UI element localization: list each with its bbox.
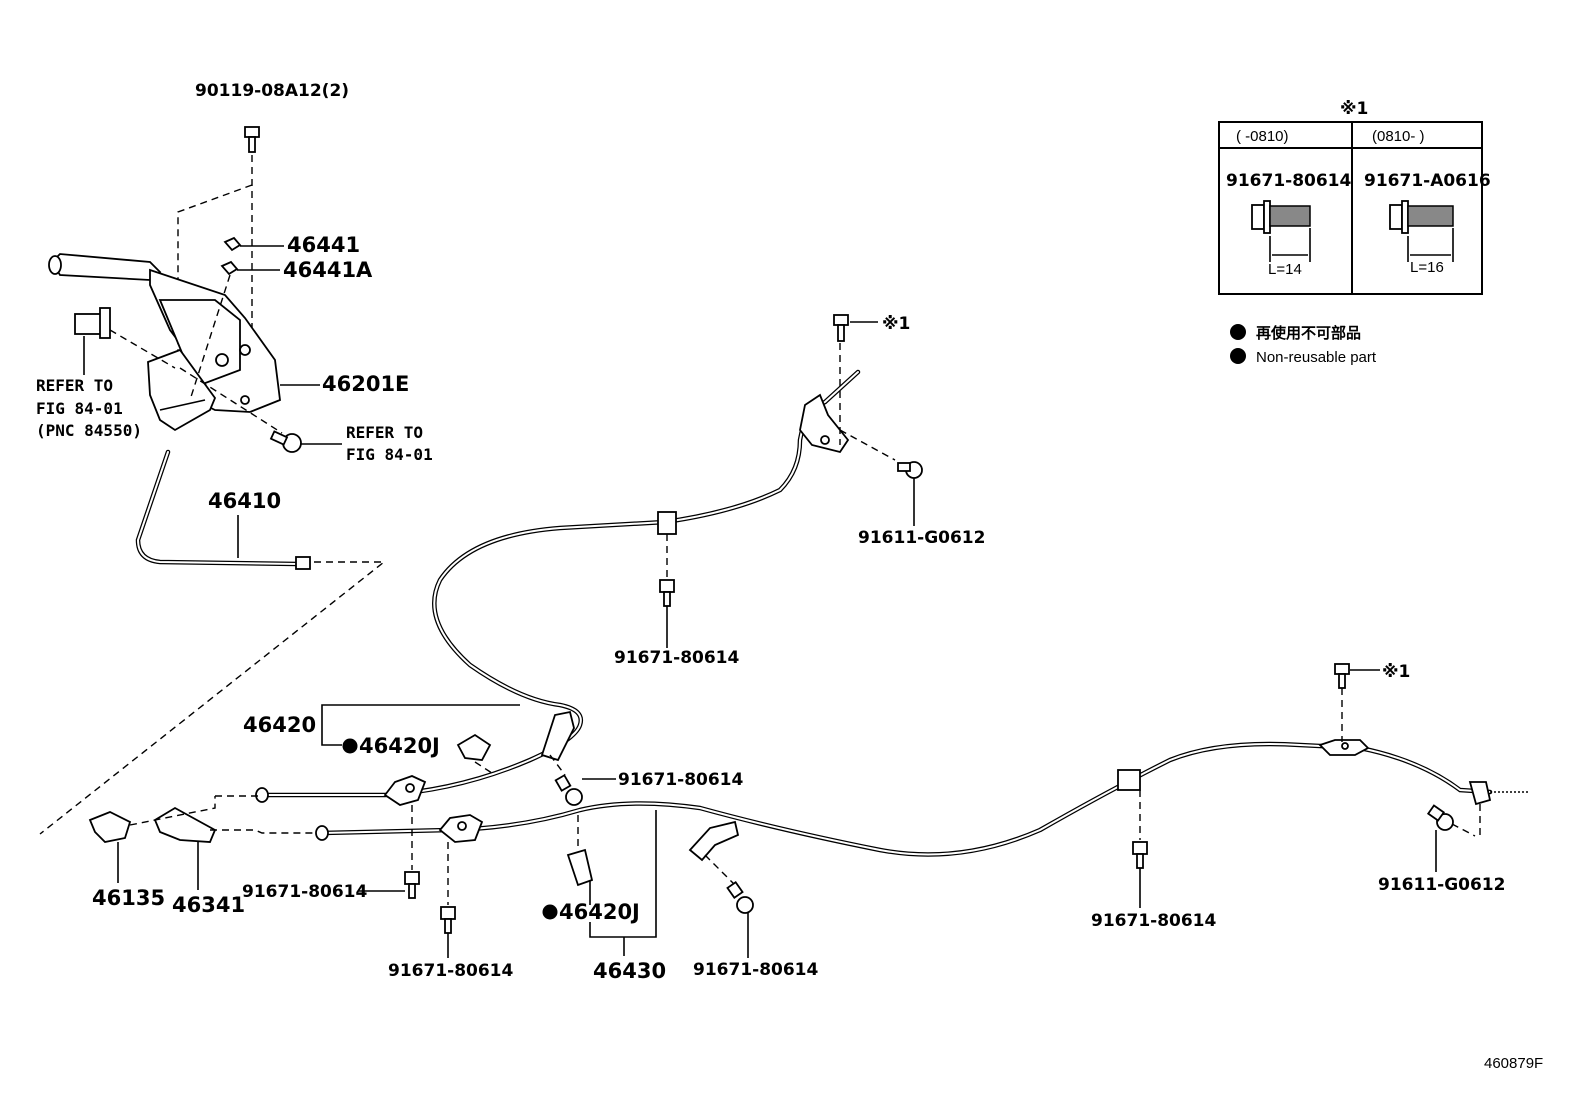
label-91671-80614-bottom-left[interactable]: 91671-80614 [388, 961, 514, 981]
table-col1-length: L=14 [1268, 261, 1302, 278]
refer-right-line1: REFER TO [346, 423, 423, 442]
part-labels: 90119-08A12(2) 46441 46441A 46201E REFER… [36, 81, 1543, 1072]
label-91611-G0612-upper[interactable]: 91611-G0612 [858, 528, 985, 548]
parking-brake-lever-assembly [48, 126, 342, 453]
equalizer-assembly [88, 775, 484, 958]
legend: 再使用不可部品 Non-reusable part [1230, 324, 1377, 366]
table-col2-length: L=16 [1410, 259, 1444, 276]
label-46420J-upper[interactable]: 46420J [359, 734, 440, 758]
cable-46420 [255, 314, 923, 806]
non-reusable-dot-lower [542, 904, 558, 920]
cable-46430 [315, 663, 1530, 958]
legend-dot-1 [1230, 324, 1246, 340]
legend-japanese: 再使用不可部品 [1256, 324, 1361, 342]
label-90119-08A12[interactable]: 90119-08A12(2) [195, 81, 349, 101]
label-91671-80614-mid[interactable]: 91671-80614 [618, 770, 744, 790]
bolt-drawing-l14 [1251, 200, 1311, 262]
legend-english: Non-reusable part [1256, 349, 1377, 366]
table-title: ※1 [1340, 99, 1368, 119]
label-mark1-upper: ※1 [882, 314, 910, 334]
label-46430[interactable]: 46430 [593, 959, 666, 983]
bolt-drawing-l16 [1389, 200, 1454, 262]
label-91671-80614-bottom-mid[interactable]: 91671-80614 [693, 960, 819, 980]
refer-left-line3: (PNC 84550) [36, 421, 142, 440]
refer-left-line2: FIG 84-01 [36, 399, 123, 418]
label-46441[interactable]: 46441 [287, 233, 360, 257]
label-46410[interactable]: 46410 [208, 489, 281, 513]
table-col2-header: (0810- ) [1372, 128, 1425, 145]
cable-46410 [39, 449, 387, 835]
label-46341[interactable]: 46341 [172, 893, 245, 917]
label-46201E[interactable]: 46201E [322, 372, 409, 396]
bolt-variant-table: ※1 ( -0810) (0810- ) 91671-80614 91671-A… [1218, 99, 1491, 295]
label-46441A[interactable]: 46441A [283, 258, 373, 282]
refer-left-line1: REFER TO [36, 376, 113, 395]
label-mark1-right: ※1 [1382, 662, 1410, 682]
label-46135[interactable]: 46135 [92, 886, 165, 910]
legend-dot-2 [1230, 348, 1246, 364]
label-91671-80614-right[interactable]: 91671-80614 [1091, 911, 1217, 931]
label-91671-80614-lower-left[interactable]: 91671-80614 [242, 882, 368, 902]
table-col2-part[interactable]: 91671-A0616 [1364, 171, 1491, 191]
label-46420[interactable]: 46420 [243, 713, 316, 737]
table-col1-part[interactable]: 91671-80614 [1226, 171, 1352, 191]
label-46420J-lower[interactable]: 46420J [559, 900, 640, 924]
label-91671-80614-center[interactable]: 91671-80614 [614, 648, 740, 668]
refer-right-line2: FIG 84-01 [346, 445, 433, 464]
figure-code: 460879F [1484, 1055, 1543, 1072]
non-reusable-dot-upper [342, 738, 358, 754]
label-91611-G0612-right[interactable]: 91611-G0612 [1378, 875, 1505, 895]
table-col1-header: ( -0810) [1236, 128, 1289, 145]
